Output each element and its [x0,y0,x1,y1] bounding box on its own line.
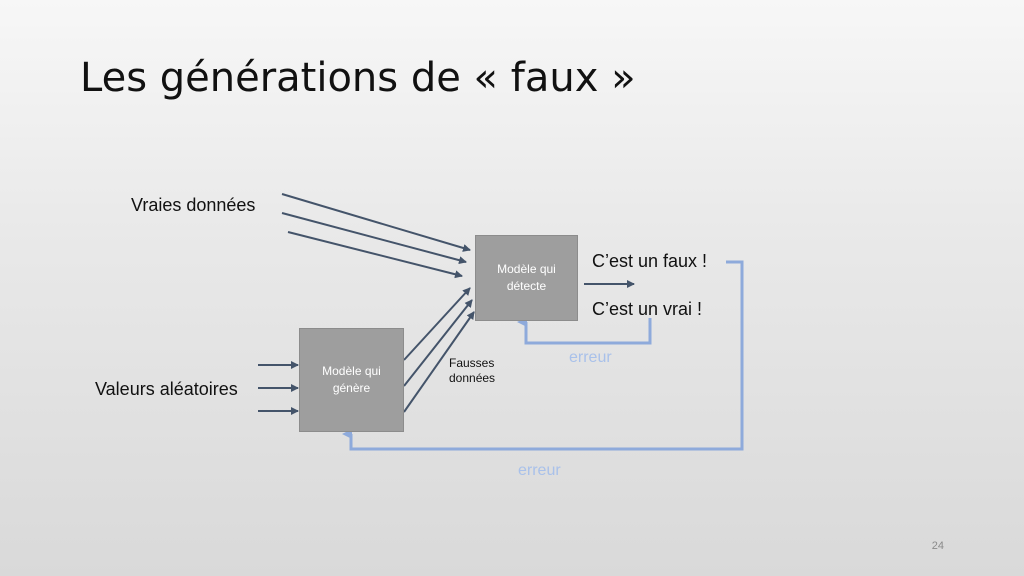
generator-box: Modèle qui génère [299,328,404,432]
fake-data-arrow-2 [403,299,473,387]
output-real-label: C’est un vrai ! [592,299,703,319]
real-data-arrow-1 [281,193,471,252]
generator-box-line1: Modèle qui [322,364,381,378]
fake-data-label-line1: Fausses [449,356,495,370]
error-label-detector: erreur [569,349,612,366]
feedback-loop-detector [517,317,652,345]
fake-data-label-line2: données [449,371,496,385]
detector-box-line2: détecte [506,279,547,293]
detector-box: Modèle qui détecte [475,235,578,321]
fake-data-arrow-1 [403,287,471,361]
feedback-loop-generator [342,260,744,451]
slide-title: Les générations de « faux » [80,55,636,101]
fake-data-label: Fausses données [449,356,495,386]
real-data-arrow-3 [287,231,463,279]
random-values-label: Valeurs aléatoires [95,379,238,399]
error-label-generator: erreur [518,462,561,479]
generator-box-line2: génère [332,381,371,395]
fake-data-arrow-3 [403,311,475,413]
real-data-arrow-2 [281,212,467,265]
output-fake-label: C’est un faux ! [592,251,708,271]
real-data-label: Vraies données [131,195,256,215]
page-number: 24 [931,540,944,552]
detector-box-line1: Modèle qui [497,262,556,276]
